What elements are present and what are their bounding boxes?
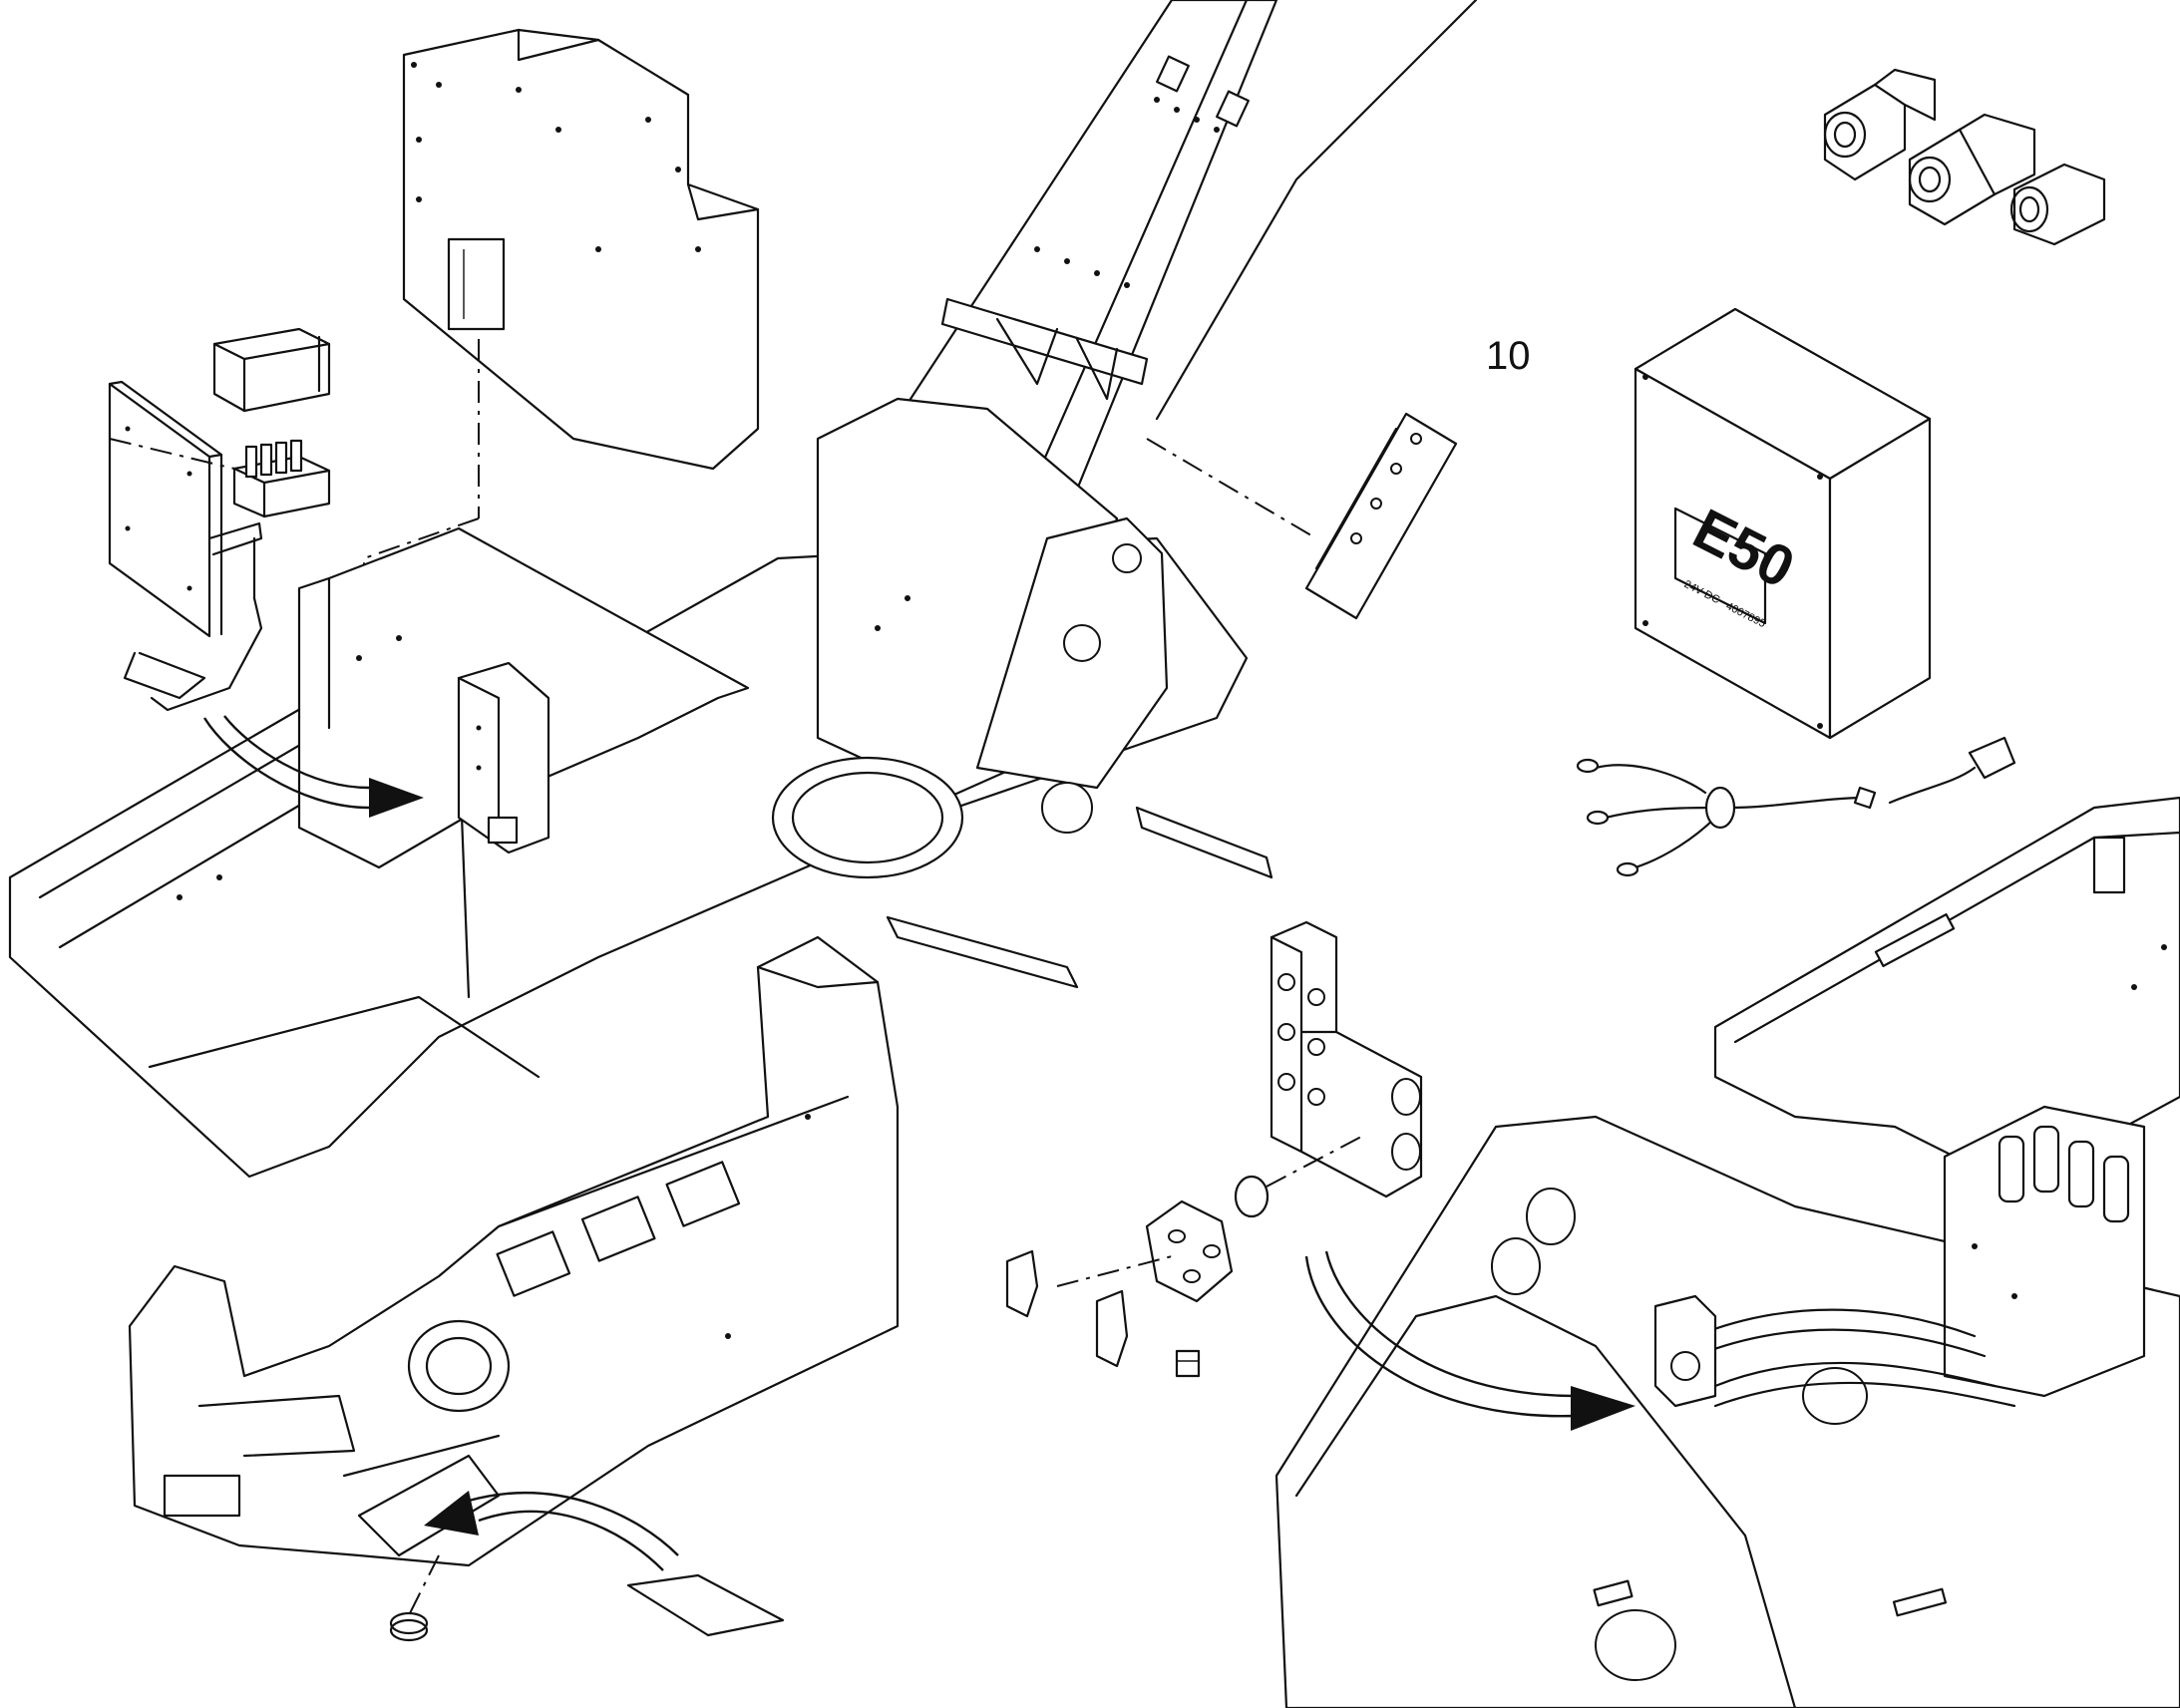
boom-pivot-plate [975,516,1169,834]
callout-10: 10 [1486,334,1531,378]
fitting-nipple [1175,1349,1201,1378]
indicator-arrow-console [424,1491,679,1571]
connector-block-upper [212,327,331,413]
ecu-box [1634,307,1932,740]
connector-plug [1888,736,2016,805]
electrical-panel [402,28,760,471]
cross-member [886,806,1273,989]
fitting-left [1823,68,1937,181]
assembly-line [408,1554,440,1616]
relay-plate [1304,412,1458,620]
assembly-line [1056,1255,1173,1287]
fitting-right [2009,163,2106,246]
electronic-control-unit [457,661,550,854]
flange [1145,1199,1234,1303]
cab-console [128,935,900,1567]
cover-plate [626,1573,785,1637]
assembly-line [1146,438,1317,539]
ecu-label-plate [1673,507,1767,625]
assembly-line [109,438,235,470]
assembly-line [1266,1136,1362,1188]
connector-block-lower [232,439,331,518]
fitting-middle [1908,113,2036,226]
split-flange-halves [1005,1249,1129,1368]
seal-ring [1234,1175,1270,1218]
indicator-arrow-ecu [202,715,424,818]
mounting-plate [108,380,223,638]
indicator-arrow-sensor [1304,1250,1635,1431]
bracket [123,521,263,712]
valve-bank [1943,1105,2146,1398]
hydraulic-hoses [1693,1308,2016,1408]
boom-crossbar [940,297,1149,401]
grommet [389,1611,429,1642]
sensor-module [1653,1294,1717,1408]
wiring-harness [1576,758,1877,877]
valve-block [1270,920,1423,1198]
